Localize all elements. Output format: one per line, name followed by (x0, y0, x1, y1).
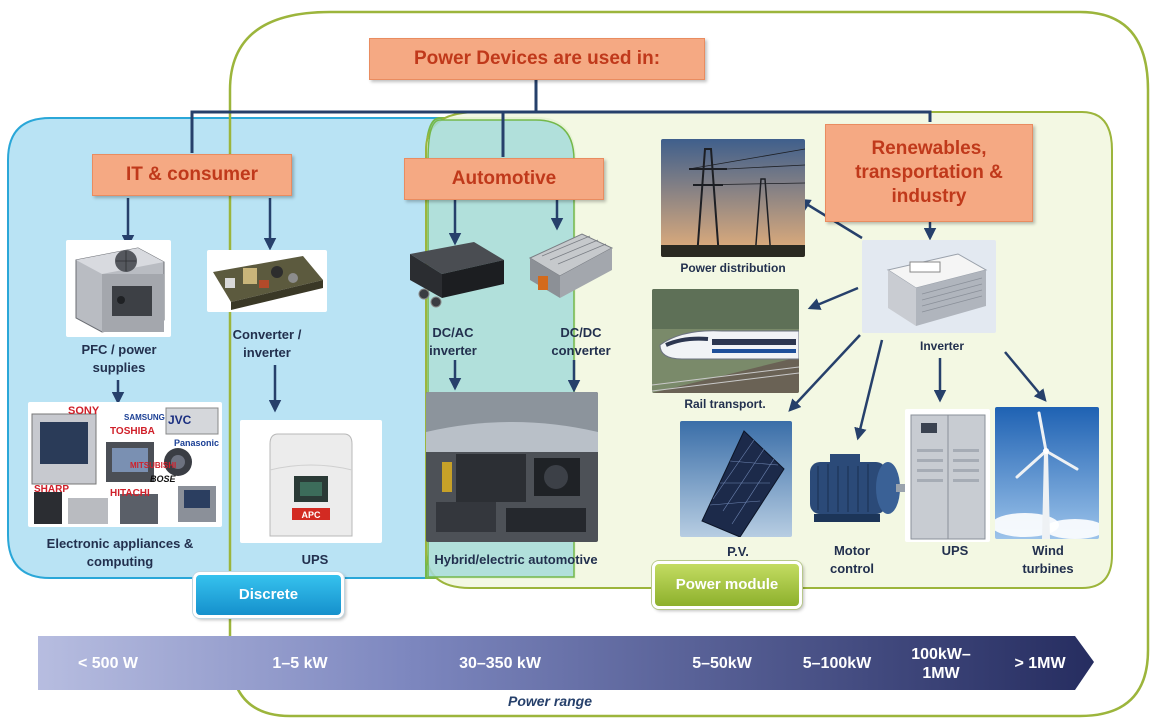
inverter-image (862, 240, 996, 333)
electronics-collage-image: SONY SAMSUNG JVC TOSHIBA Panasonic MITSU… (28, 402, 222, 527)
title-box: Power Devices are used in: (369, 38, 705, 80)
dcdc-converter-image (524, 228, 616, 306)
brand-hitachi: HITACHI (110, 488, 150, 499)
brand-samsung: SAMSUNG (124, 413, 165, 422)
label-hybrid: Hybrid/electric automotive (434, 552, 598, 567)
discrete-tag: Discrete (193, 572, 344, 618)
ups-small-image: APC (240, 420, 382, 543)
range-tick-7: > 1MW (1014, 655, 1066, 672)
label-dcac: DC/AC inverter (429, 325, 477, 358)
label-dcdc: DC/DC converter (551, 325, 611, 358)
range-tick-4: 5–50kW (692, 655, 752, 672)
pfc-power-supply-image (66, 240, 171, 337)
power-range-arrow (38, 636, 1094, 690)
category-renewables: Renewables, transportation & industry (825, 124, 1033, 222)
power-distribution-image (661, 139, 805, 257)
category-automotive: Automotive (404, 158, 604, 200)
ups-large-image (905, 409, 990, 542)
brand-jvc: JVC (168, 413, 192, 427)
range-tick-2: 1–5 kW (272, 655, 328, 672)
motor-image (800, 448, 910, 528)
rail-transport-image (652, 289, 799, 393)
brand-sony: SONY (68, 405, 100, 417)
label-ups-small: UPS (301, 552, 329, 567)
power-module-tag: Power module (652, 561, 802, 609)
dcac-inverter-image (404, 232, 510, 314)
brand-panasonic: Panasonic (174, 438, 219, 448)
power-range-label: Power range (507, 693, 593, 709)
label-power-distribution: Power distribution (680, 261, 786, 275)
label-wind: Wind turbines (1022, 543, 1074, 576)
range-tick-5: 5–100kW (802, 655, 872, 672)
range-tick-1: < 500 W (77, 655, 139, 672)
pv-panel-image (680, 421, 792, 537)
label-electronics: Electronic appliances & computing (46, 536, 194, 569)
label-ups-large: UPS (941, 543, 969, 558)
brand-sharp: SHARP (34, 484, 69, 495)
label-pfc: PFC / power supplies (81, 342, 157, 375)
label-converter: Converter / inverter (232, 327, 302, 360)
range-tick-6: 100kW–1MW (911, 646, 971, 683)
brand-toshiba: TOSHIBA (110, 426, 155, 437)
range-tick-3: 30–350 kW (459, 655, 541, 672)
hybrid-engine-image (426, 392, 598, 542)
wind-turbine-image (995, 407, 1099, 539)
label-rail: Rail transport. (684, 397, 766, 411)
brand-bose: BOSE (150, 474, 177, 484)
label-inverter: Inverter (919, 339, 965, 353)
label-pv: P.V. (727, 544, 749, 559)
brand-mitsubishi: MITSUBISHI (130, 461, 176, 470)
converter-board-image (207, 250, 327, 312)
outer-outline (228, 10, 1150, 718)
category-it-consumer: IT & consumer (92, 154, 292, 196)
label-motor: Motor control (829, 543, 875, 576)
ups-brand-logo: APC (301, 510, 321, 520)
